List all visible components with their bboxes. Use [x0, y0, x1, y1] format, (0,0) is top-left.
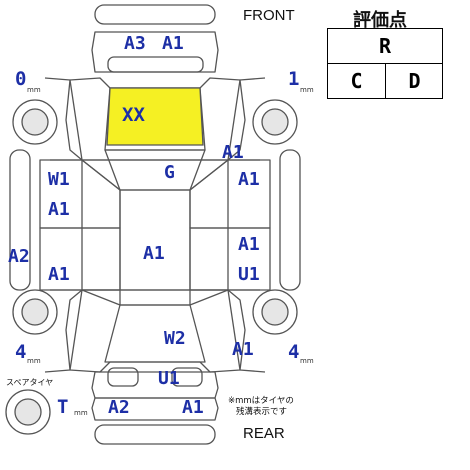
tire-front-right-unit: mm — [300, 86, 314, 94]
tire-rear-right-unit: mm — [300, 357, 314, 365]
tire-rear-left-value: 4 — [15, 341, 27, 363]
damage-front-left-door-2: A1 — [48, 199, 70, 220]
rear-bumper — [91, 397, 219, 421]
rear-glass — [104, 304, 206, 363]
grade-title: 評価点 — [353, 10, 407, 31]
damage-rear-quarter-right: A1 — [232, 339, 254, 360]
grade-overall: R — [328, 29, 442, 64]
tire-front-right-value: 1 — [288, 68, 300, 90]
damage-hood: XX — [122, 104, 145, 126]
rear-body — [65, 289, 246, 373]
damage-roof: A1 — [143, 243, 165, 264]
right-rear-fender — [227, 289, 266, 373]
damage-fender-right: A1 — [222, 142, 244, 163]
damage-front-bumper-2: A1 — [162, 33, 184, 54]
tire-spare-value: T — [57, 396, 69, 418]
front-grille — [107, 56, 204, 73]
spare-tire-label: スペアタイヤ — [6, 378, 54, 387]
tire-front-left-value: 0 — [15, 68, 27, 90]
cabin-outline — [81, 159, 229, 291]
damage-rear-right-door: A1 — [238, 234, 260, 255]
front-bumper — [91, 31, 219, 73]
damage-rear-left-door-2: A1 — [48, 264, 70, 285]
note-line-1: ※mmはタイヤの — [228, 396, 294, 406]
tire-front-right-inner — [261, 108, 289, 136]
rear-light-left — [107, 367, 139, 387]
tire-rear-left-inner — [21, 298, 49, 326]
damage-front-left-door: W1 — [48, 169, 70, 190]
front-label: FRONT — [243, 7, 295, 24]
right-sill — [279, 149, 301, 291]
grade-exterior: D — [408, 69, 421, 93]
tire-front-left-unit: mm — [27, 86, 41, 94]
tire-rear-right-value: 4 — [288, 341, 300, 363]
front-top-bar — [94, 4, 216, 25]
damage-trunk: U1 — [158, 368, 180, 389]
tire-rear-left-unit: mm — [27, 357, 41, 365]
grade-table: R C D — [327, 28, 443, 99]
hood-highlight — [106, 87, 204, 146]
note-line-2: 残溝表示です — [236, 407, 288, 417]
rear-light-right — [171, 367, 203, 387]
windshield — [104, 149, 206, 191]
damage-rear-glass: W2 — [164, 328, 186, 349]
damage-rear-right-door-2: U1 — [238, 264, 260, 285]
rear-label: REAR — [243, 425, 285, 442]
damage-rear-bumper-1: A2 — [108, 397, 130, 418]
tire-front-left-inner — [21, 108, 49, 136]
damage-rear-left-door: A2 — [8, 246, 30, 267]
left-rear-fender — [44, 289, 83, 373]
damage-windshield: G — [164, 162, 175, 183]
damage-front-right-door: A1 — [238, 169, 260, 190]
tire-rear-right-inner — [261, 298, 289, 326]
rear-bottom-bar — [94, 424, 216, 445]
damage-front-bumper-1: A3 — [124, 33, 146, 54]
tire-spare-unit: mm — [74, 409, 88, 417]
left-sill — [9, 149, 31, 291]
damage-rear-bumper-2: A1 — [182, 397, 204, 418]
tire-spare-inner — [14, 398, 42, 426]
grade-interior: C — [328, 64, 386, 99]
